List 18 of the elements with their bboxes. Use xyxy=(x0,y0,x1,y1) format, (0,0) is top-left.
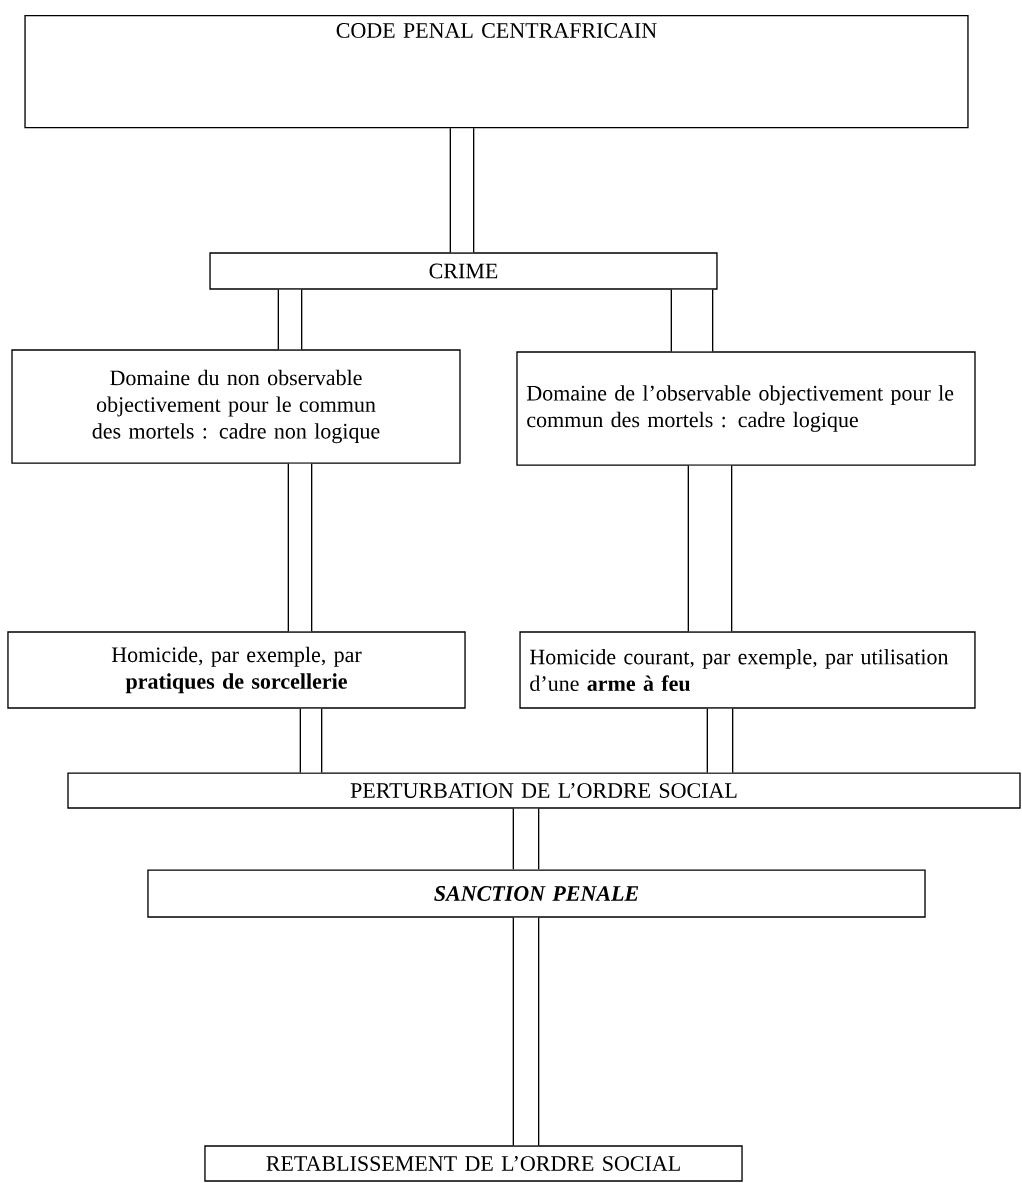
process-box: Domaine de l’observable objectivement pour le commun des mortels : cadre logique xyxy=(516,351,976,466)
process-box: SANCTION PENALE xyxy=(147,869,926,918)
double-line-connector xyxy=(449,128,475,253)
double-line-connector xyxy=(287,463,313,632)
process-box: CODE PENAL CENTRAFRICAIN xyxy=(24,15,969,129)
double-line-connector xyxy=(706,708,734,773)
double-line-connector xyxy=(299,708,323,773)
double-line-connector xyxy=(512,917,540,1146)
process-box: CRIME xyxy=(209,252,718,290)
process-box: PERTURBATION DE L’ORDRE SOCIAL xyxy=(67,772,1021,809)
double-line-connector xyxy=(670,289,714,352)
process-box: Homicide courant, par exemple, par utilisation d’une arme à feu xyxy=(519,631,976,709)
double-line-connector xyxy=(687,465,733,632)
double-line-connector xyxy=(277,289,303,350)
process-box: Domaine du non observable objectivement pour le commun des mortels : cadre non logique xyxy=(11,349,461,464)
process-box: RETABLISSEMENT DE L’ORDRE SOCIAL xyxy=(204,1145,743,1182)
double-line-connector xyxy=(512,808,540,870)
process-box: Homicide, par exemple, par pratiques de sorcellerie xyxy=(7,631,466,709)
